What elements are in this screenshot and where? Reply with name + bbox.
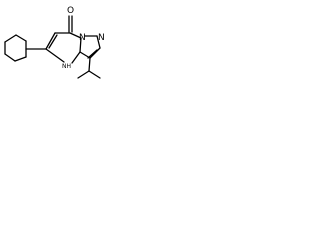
structure-canvas: O N N NH — [0, 0, 132, 96]
bridgehead-nitrogen-label: N — [79, 33, 86, 43]
ring-nh-label: NH — [62, 63, 71, 70]
pyrazole-ring — [79, 35, 101, 59]
isopropyl-group — [77, 57, 101, 79]
cyclohexyl-ring — [4, 34, 27, 62]
carbonyl-oxygen-label: O — [67, 6, 74, 16]
pyrazole-nitrogen-label: N — [98, 33, 105, 43]
molecule-diagram: O N N NH — [4, 6, 105, 79]
carbonyl-group — [68, 15, 73, 33]
pyrimidinone-ring — [45, 32, 82, 64]
